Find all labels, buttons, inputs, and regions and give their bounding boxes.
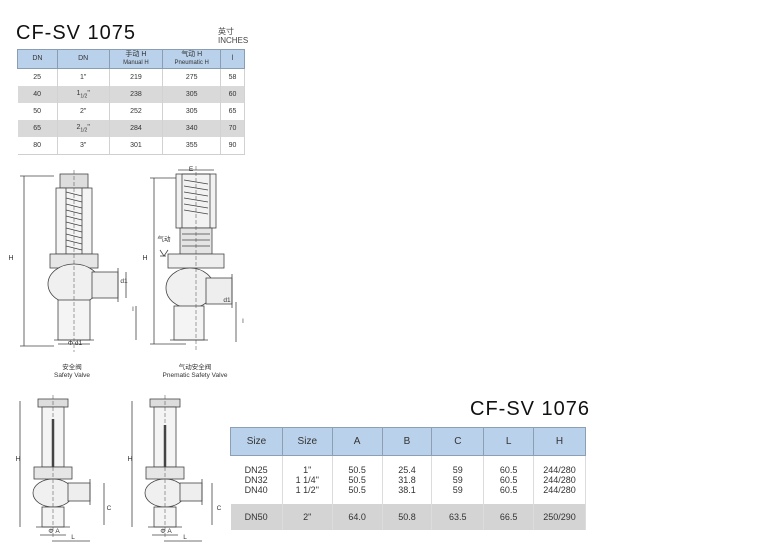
units-en: INCHES	[218, 36, 249, 45]
pneumatic-valve-drawing	[150, 166, 237, 352]
header-h: H	[533, 427, 586, 456]
dim-c2-label: C	[216, 505, 222, 512]
table-row: 65 21/2" 284 340 70	[17, 120, 245, 137]
table-row: 40 11/2" 238 305 60	[17, 86, 245, 103]
header-dn: DN	[17, 49, 58, 69]
dim-big-l2-label: L	[183, 534, 187, 541]
dim-h3-label: H	[15, 456, 21, 463]
dim-d1b-label: d1	[120, 278, 128, 285]
dim-big-l-label: L	[71, 534, 75, 541]
dim-h2-label: H	[142, 255, 148, 262]
model-1075-title: CF-SV 1075	[16, 22, 137, 44]
units-cn: 英寸	[218, 27, 234, 36]
table-row: 25 1" 219 275 58	[17, 68, 245, 86]
table-row: 50 2" 252 305 65	[17, 103, 245, 120]
header-dn-inch: DN	[56, 49, 110, 69]
dim-l-label: l	[132, 306, 134, 313]
header-b: B	[381, 427, 433, 456]
dim-a-label: Φ A	[48, 528, 60, 535]
header-size-inch: Size	[281, 427, 333, 456]
dim-e-label: E	[188, 166, 194, 173]
dim-d1c-label: d1	[223, 297, 231, 304]
dim-c-label: C	[106, 505, 112, 512]
dim-l2-label: l	[242, 318, 244, 325]
table-row: 80 3" 301 355 90	[17, 137, 245, 155]
dim-h4-label: H	[127, 456, 133, 463]
units-label: 英寸 INCHES	[218, 27, 248, 45]
dim-a2-label: Φ A	[160, 528, 172, 535]
dim-d1-label: Φ d1	[67, 340, 83, 347]
safety-valve-drawing	[20, 170, 137, 352]
dim-h-label: H	[8, 255, 14, 262]
header-a: A	[331, 427, 383, 456]
sanitary-valve-drawing-2	[131, 395, 213, 542]
table-row: DN50 2" 64.0 50.8 63.5 66.5 250/290	[230, 504, 586, 530]
header-c: C	[431, 427, 485, 456]
sanitary-valve-drawing-1	[19, 395, 105, 542]
model-1076-title: CF-SV 1076	[470, 398, 591, 420]
header-l: L	[483, 427, 535, 456]
header-l: l	[220, 49, 245, 69]
air-inlet-label: 气动	[157, 236, 171, 243]
table-header-row: Size Size A B C L H	[230, 427, 586, 456]
header-size: Size	[230, 427, 283, 456]
